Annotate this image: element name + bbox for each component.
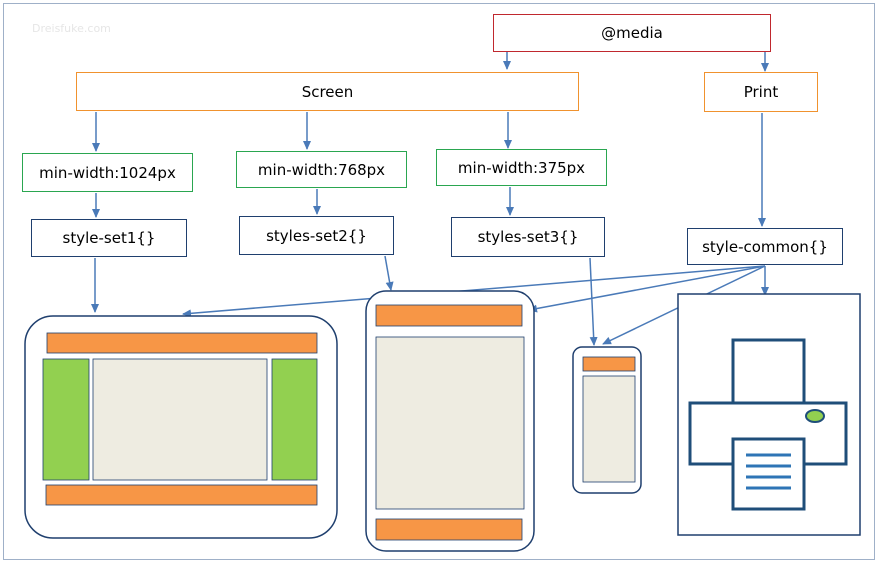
- media-root-label: @media: [601, 24, 663, 42]
- tablet-layout-icon: [365, 290, 535, 552]
- media-root-box: @media: [493, 14, 771, 52]
- arrow-style2-tablet: [384, 255, 394, 291]
- printer-icon: [677, 293, 861, 536]
- phone-layout-icon: [572, 346, 642, 494]
- diagram-frame: [3, 3, 875, 560]
- screen-type-label: Screen: [301, 82, 354, 101]
- query-375-label: min-width:375px: [457, 158, 586, 177]
- watermark: Dreisfuke.com: [32, 22, 111, 35]
- arrow-common-tablet: [528, 265, 766, 313]
- screen-type-box: Screen: [76, 72, 579, 111]
- arrow-style3-phone: [589, 257, 598, 346]
- style-common-box: style-common{}: [687, 228, 843, 265]
- query-1024-label: min-width:1024px: [39, 163, 176, 182]
- style-common-label: style-common{}: [702, 237, 828, 256]
- style-set3-label: styles-set3{}: [477, 228, 579, 246]
- query-768-label: min-width:768px: [257, 160, 386, 179]
- arrow-common-desktop: [182, 265, 766, 318]
- query-375-box: min-width:375px: [436, 149, 607, 186]
- style-set1-box: style-set1{}: [31, 219, 187, 257]
- style-set3-box: styles-set3{}: [451, 217, 605, 257]
- style-set2-label: styles-set2{}: [266, 226, 367, 245]
- print-type-label: Print: [743, 83, 779, 101]
- desktop-layout-icon: [24, 315, 338, 539]
- query-768-box: min-width:768px: [236, 151, 407, 188]
- printer-paper-lines: [746, 453, 791, 490]
- style-set2-box: styles-set2{}: [239, 216, 394, 255]
- style-set1-label: style-set1{}: [62, 229, 156, 247]
- query-1024-box: min-width:1024px: [22, 153, 193, 192]
- print-type-box: Print: [704, 72, 818, 112]
